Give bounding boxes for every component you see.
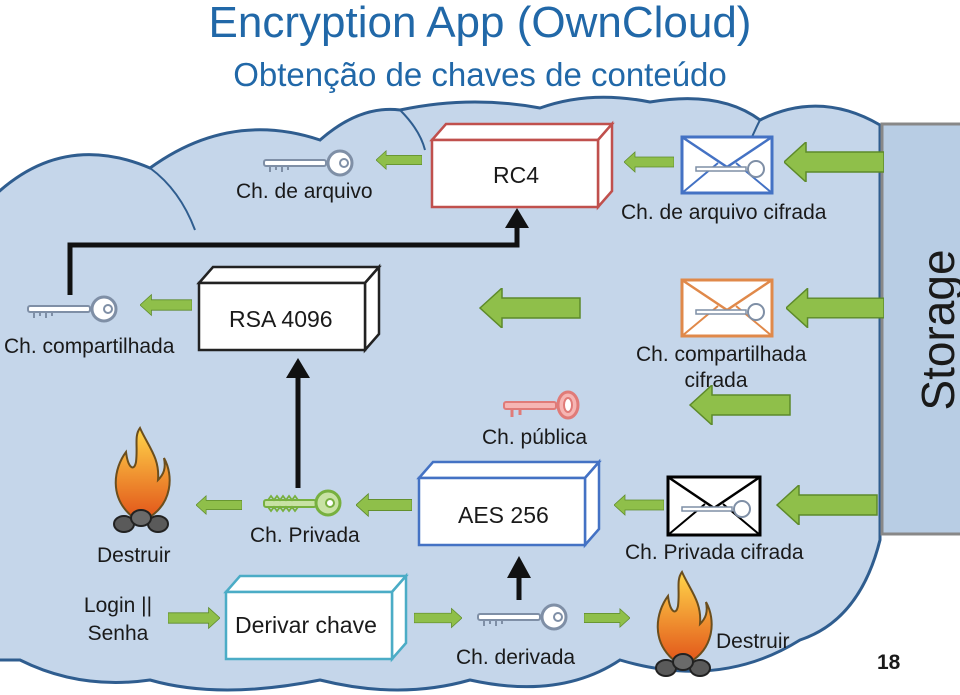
private-key-label: Ch. Privada [250, 524, 360, 547]
page-subtitle: Obtenção de chaves de conteúdo [233, 56, 727, 93]
rc4-box [429, 120, 615, 211]
destroy-left-label: Destruir [97, 544, 171, 567]
aes-box [416, 458, 602, 549]
envelope-icon [680, 278, 774, 338]
rsa-box [196, 263, 382, 354]
derived-key-icon [477, 603, 568, 631]
login-label-line1: Login || [83, 594, 153, 617]
file-key-encrypted-label: Ch. de arquivo cifrada [621, 201, 827, 224]
flow-connector-shared-to-rc4 [67, 208, 529, 295]
storage-label: Storage [912, 249, 960, 411]
destroy-right-label: Destruir [716, 630, 790, 653]
campfire-icon [655, 570, 713, 677]
shared-key-encrypted-label-line1: Ch. compartilhada [636, 343, 807, 366]
key-icon [27, 295, 118, 323]
campfire-icon [113, 426, 171, 533]
page-title: Encryption App (OwnCloud) [208, 0, 752, 47]
login-label-line2: Senha [87, 622, 149, 645]
flow-connector-private-to-rsa [286, 358, 310, 488]
storage-block [880, 122, 960, 536]
file-key-label: Ch. de arquivo [236, 180, 373, 203]
page-number: 18 [877, 651, 901, 674]
derive-box [223, 572, 409, 663]
shared-key-encrypted-label-line2: cifrada [684, 369, 748, 392]
private-key-encrypted-label: Ch. Privada cifrada [625, 541, 804, 564]
key-icon [263, 149, 354, 177]
public-key-icon [503, 390, 580, 420]
rc4-label: RC4 [493, 162, 540, 188]
private-key-icon [263, 489, 342, 517]
envelope-icon [680, 135, 774, 195]
derived-key-label: Ch. derivada [456, 646, 576, 669]
aes-label: AES 256 [458, 502, 549, 528]
envelope-icon [666, 475, 762, 537]
flow-connector-derived-to-aes [507, 556, 531, 600]
public-key-label: Ch. pública [482, 426, 588, 449]
shared-key-label: Ch. compartilhada [4, 335, 175, 358]
rsa-label: RSA 4096 [229, 306, 333, 332]
derive-label: Derivar chave [235, 612, 377, 638]
